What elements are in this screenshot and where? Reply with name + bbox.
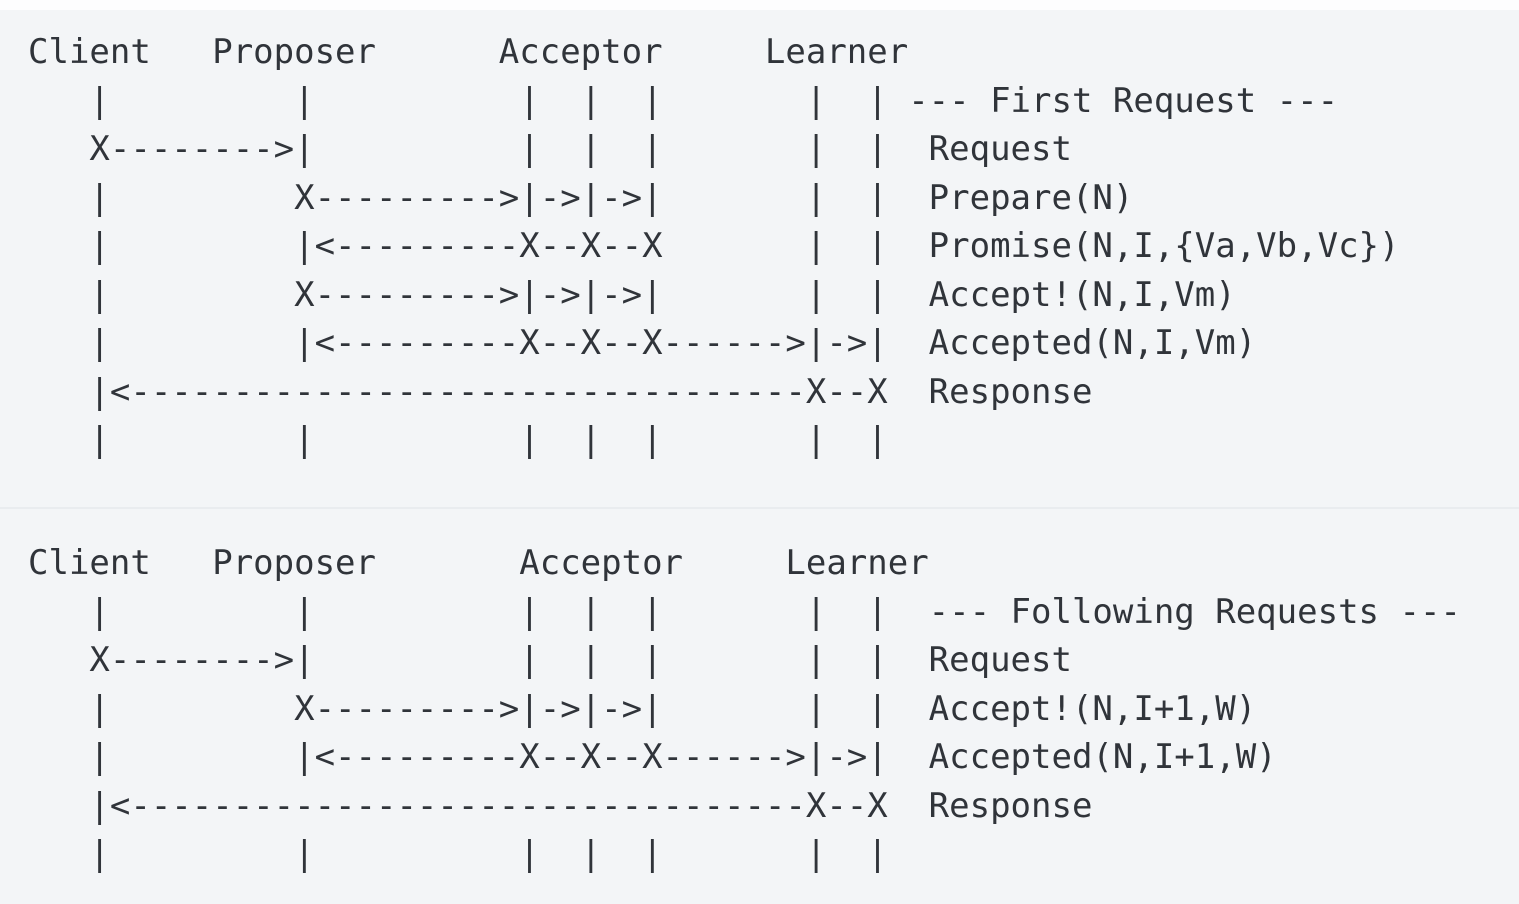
ascii-line-request: X-------->| | | | | | Request <box>28 640 1072 680</box>
ascii-line-response: |<---------------------------------X--X … <box>28 371 1093 412</box>
ascii-line-accept: | X--------->|->|->| | | Accept!(N,I+1,W… <box>28 688 1257 729</box>
participants-header: Client Proposer Acceptor Learner <box>28 543 929 583</box>
ascii-line-section-title: | | | | | | | --- Following Requests --- <box>28 591 1461 632</box>
block-divider <box>0 507 1519 509</box>
participants-header: Client Proposer Acceptor Learner <box>28 32 909 72</box>
ascii-line-accept: | X--------->|->|->| | | Accept!(N,I,Vm) <box>28 274 1236 315</box>
ascii-line-accepted: | |<---------X--X--X------>|->| Accepted… <box>28 323 1257 363</box>
ascii-line-promise: | |<---------X--X--X | | Promise(N,I,{Va… <box>28 226 1400 266</box>
ascii-line-accepted: | |<---------X--X--X------>|->| Accepted… <box>28 737 1277 777</box>
paxos-following-requests-diagram: Client Proposer Acceptor Learner | | | |… <box>0 509 1519 904</box>
ascii-line-section-title: | | | | | | | --- First Request --- <box>28 80 1339 121</box>
paxos-first-request-diagram: Client Proposer Acceptor Learner | | | |… <box>0 10 1519 507</box>
ascii-line-response: |<---------------------------------X--X … <box>28 785 1093 826</box>
ascii-line-lifelines: | | | | | | | <box>28 420 888 460</box>
ascii-line-request: X-------->| | | | | | Request <box>28 129 1072 169</box>
ascii-line-prepare: | X--------->|->|->| | | Prepare(N) <box>28 177 1134 218</box>
ascii-line-lifelines: | | | | | | | <box>28 834 888 874</box>
